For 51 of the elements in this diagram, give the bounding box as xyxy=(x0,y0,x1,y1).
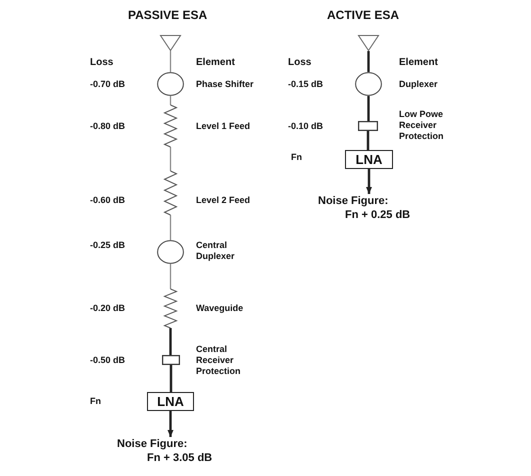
column-title: ACTIVE ESA xyxy=(327,10,400,21)
element-name: Low Powe Receiver Protection xyxy=(399,109,445,142)
box-symbol xyxy=(162,355,180,365)
resistor-symbol xyxy=(164,171,177,215)
circle-symbol xyxy=(157,72,184,96)
loss-value: Fn xyxy=(291,152,302,163)
resistor-symbol xyxy=(164,289,177,328)
loss-value: -0.80 dB xyxy=(90,121,126,132)
result-value: Fn + 3.05 dB xyxy=(146,451,214,465)
element-name: Central Receiver Protection xyxy=(196,344,242,377)
loss-value: Fn xyxy=(90,396,101,407)
element-name: Central Duplexer xyxy=(196,240,236,262)
column-header: Loss xyxy=(90,57,114,68)
column-title: PASSIVE ESA xyxy=(128,10,208,21)
antenna-symbol xyxy=(358,35,379,51)
connector-line xyxy=(367,96,370,121)
connector-line xyxy=(170,51,172,72)
element-name: Level 1 Feed xyxy=(196,121,250,132)
element-name: Level 2 Feed xyxy=(196,195,250,206)
circle-symbol xyxy=(355,72,382,96)
box-symbol xyxy=(358,121,378,131)
column-header: Element xyxy=(399,57,438,68)
loss-value: -0.20 dB xyxy=(90,303,126,314)
loss-value: -0.60 dB xyxy=(90,195,126,206)
result-heading: Noise Figure: xyxy=(117,437,188,451)
circle-symbol xyxy=(157,240,184,264)
amplifier-box: LNA xyxy=(147,392,194,411)
connector-line xyxy=(169,328,172,355)
connector-line xyxy=(170,147,172,171)
loss-value: -0.50 dB xyxy=(90,355,126,366)
loss-value: -0.25 dB xyxy=(90,240,126,251)
antenna-symbol xyxy=(160,35,181,51)
column-header: Element xyxy=(196,57,235,68)
connector-line xyxy=(170,365,172,392)
loss-value: -0.70 dB xyxy=(90,79,126,90)
amplifier-box: LNA xyxy=(345,150,393,169)
column-header: Loss xyxy=(288,57,312,68)
element-name: Phase Shifter xyxy=(196,79,254,90)
connector-line xyxy=(170,264,172,289)
connector-line xyxy=(367,51,370,72)
element-name: Duplexer xyxy=(399,79,438,90)
loss-value: -0.15 dB xyxy=(288,79,324,90)
element-name: Waveguide xyxy=(196,303,244,314)
arrow xyxy=(366,169,372,194)
loss-value: -0.10 dB xyxy=(288,121,324,132)
connector-line xyxy=(366,131,370,150)
resistor-symbol xyxy=(164,105,177,147)
result-value: Fn + 0.25 dB xyxy=(344,208,412,222)
result-heading: Noise Figure: xyxy=(318,194,390,208)
connector-line xyxy=(170,215,172,240)
arrow xyxy=(168,411,174,437)
